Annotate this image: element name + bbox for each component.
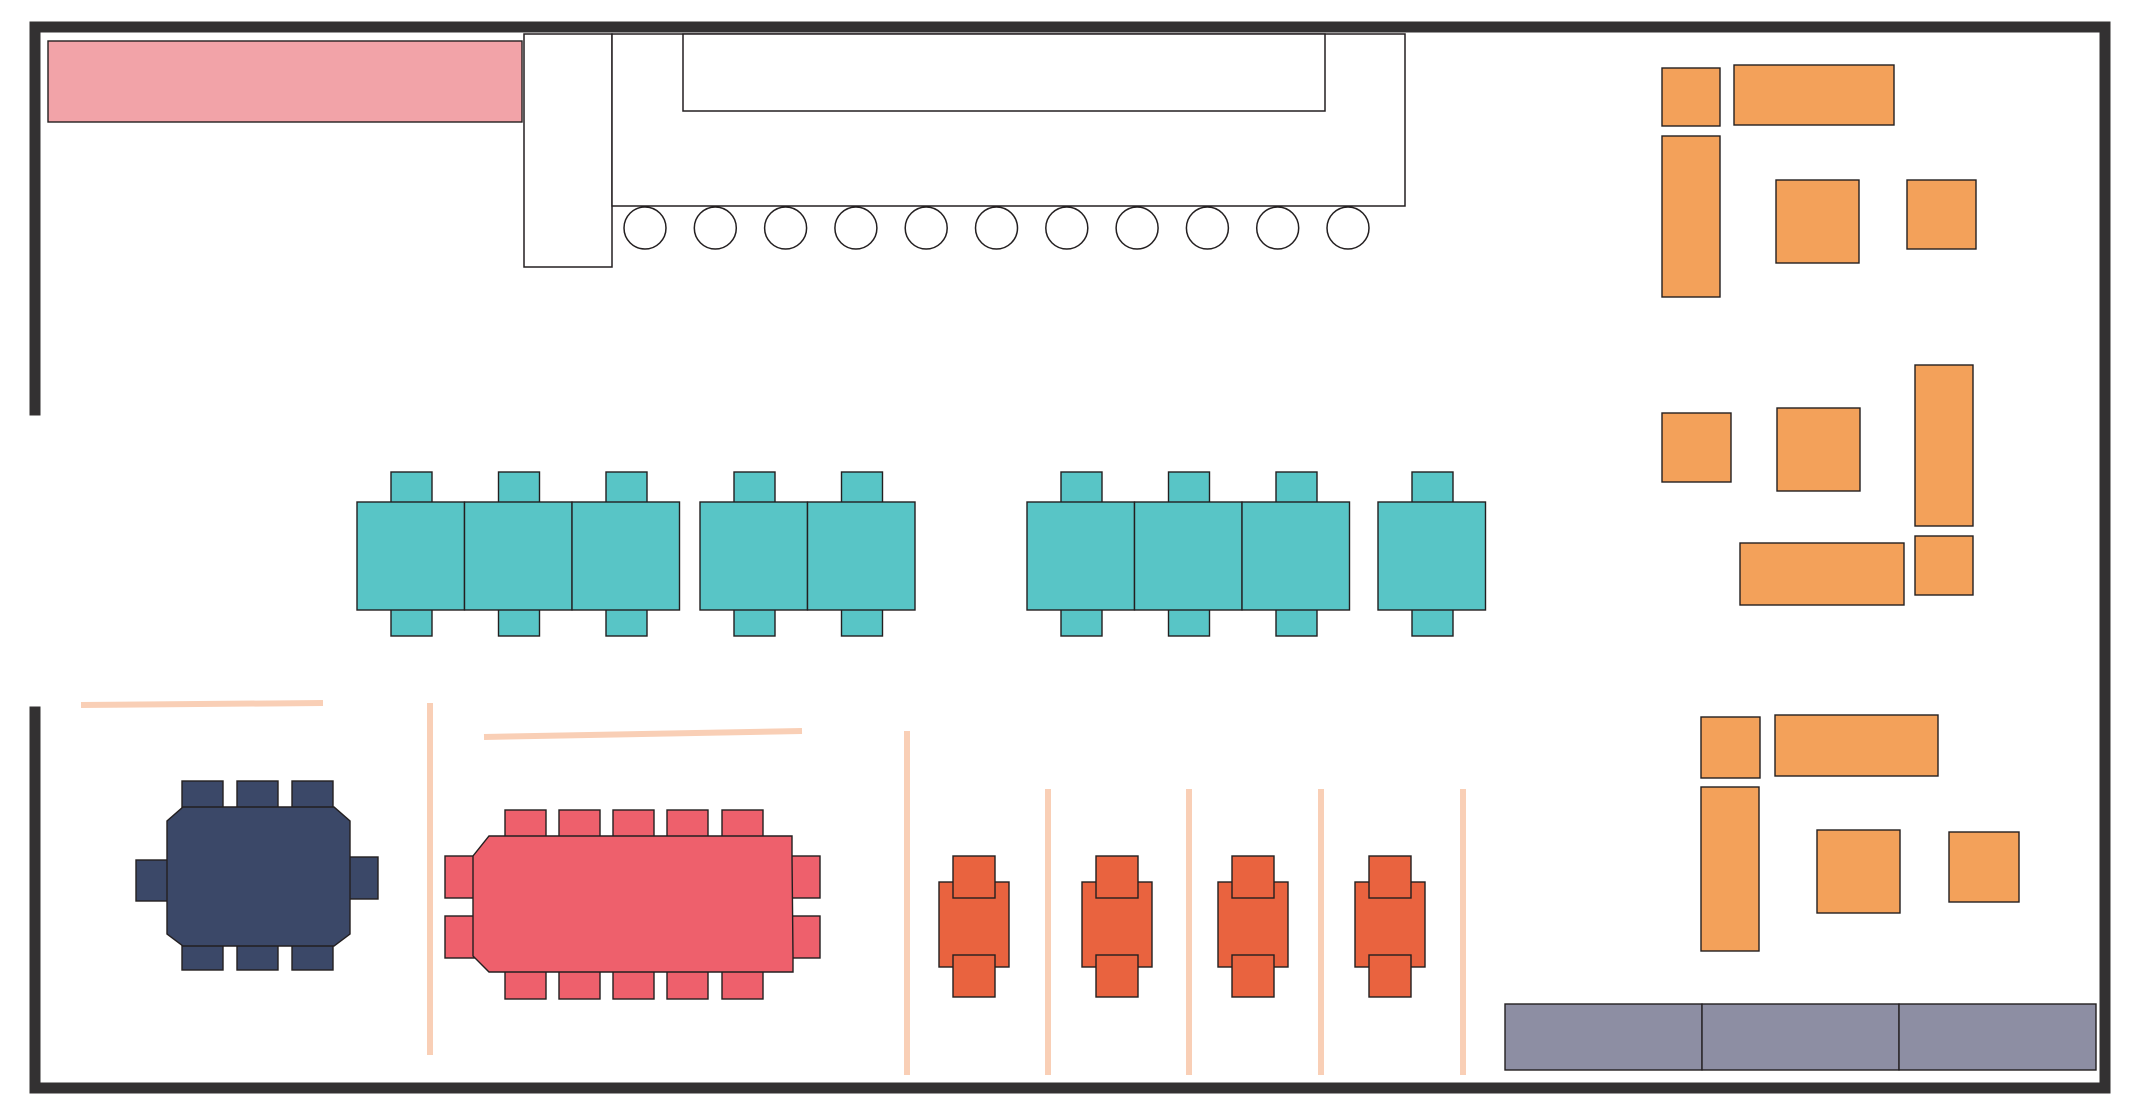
- booth-chair: [1231, 954, 1275, 998]
- lounge-ottoman: [1700, 716, 1761, 779]
- bar-stool: [1115, 206, 1159, 250]
- lounge-sofa: [1733, 64, 1895, 126]
- desk: [571, 501, 681, 611]
- desk-cluster: [699, 471, 916, 637]
- lounge-ottoman: [1661, 67, 1721, 127]
- lounge-area: [1661, 64, 2020, 952]
- bar-stool: [1045, 206, 1089, 250]
- bar-stool: [974, 206, 1019, 250]
- exterior-walls: [29, 21, 2111, 1094]
- lounge-ottoman: [1906, 179, 1977, 250]
- desk: [1377, 501, 1487, 611]
- bar-stools: [623, 206, 1370, 250]
- storage-cabinet: [1504, 1003, 1703, 1071]
- booth-chair: [952, 855, 996, 899]
- storage-cabinets: [1504, 1003, 2097, 1071]
- lounge-group-top: [1661, 64, 1977, 298]
- reception-counter: [47, 40, 523, 123]
- desk: [463, 501, 573, 611]
- bar-stool: [904, 206, 948, 250]
- lounge-table: [1776, 407, 1861, 492]
- desk-cluster: [1377, 471, 1487, 637]
- desk: [1026, 501, 1136, 611]
- focus-booth: [1354, 855, 1426, 998]
- lounge-table: [1816, 829, 1901, 914]
- booth-chair: [1095, 954, 1139, 998]
- lounge-sofa: [1700, 786, 1760, 952]
- partition-lines: [80, 700, 1466, 1075]
- lounge-table: [1775, 179, 1860, 264]
- bar-stool: [1185, 206, 1230, 250]
- bar-side-counter: [523, 33, 613, 268]
- lounge-group-bottom: [1700, 714, 2020, 952]
- booth-chair: [1231, 855, 1275, 899]
- meeting-table-large: [472, 835, 794, 973]
- booth-chair: [1368, 855, 1412, 899]
- large-meeting-table: [444, 809, 821, 1000]
- bar-stool: [834, 206, 878, 250]
- bar-back-shelf: [682, 33, 1326, 112]
- bar-stool: [1255, 206, 1300, 250]
- desk-cluster: [1026, 471, 1351, 637]
- lounge-sofa: [1914, 364, 1974, 527]
- small-meeting-table: [135, 780, 379, 971]
- lounge-sofa: [1661, 135, 1721, 298]
- booth-chair: [1368, 954, 1412, 998]
- lounge-group-middle: [1661, 364, 1974, 606]
- storage-cabinet: [1701, 1003, 1900, 1071]
- desk: [1241, 501, 1351, 611]
- desk: [1133, 501, 1243, 611]
- bar-stool: [693, 206, 738, 250]
- desk: [699, 501, 809, 611]
- focus-booths: [938, 855, 1426, 998]
- booth-chair: [1095, 855, 1139, 899]
- lounge-sofa: [1739, 542, 1905, 606]
- lounge-ottoman: [1661, 412, 1732, 483]
- bar-stool: [623, 206, 667, 250]
- focus-booth: [1081, 855, 1153, 998]
- bar-stool: [1326, 206, 1370, 250]
- divider-horizontal-left: [80, 700, 324, 708]
- desk: [806, 501, 916, 611]
- desk: [356, 501, 466, 611]
- bar-area: [523, 33, 1406, 268]
- divider-horizontal-mid: [483, 728, 803, 740]
- wall-top-right-bottom: [29, 21, 2111, 1094]
- lounge-ottoman: [1948, 831, 2020, 903]
- booth-chair: [952, 954, 996, 998]
- lounge-ottoman: [1914, 535, 1974, 596]
- storage-cabinet: [1898, 1003, 2097, 1071]
- lounge-sofa: [1774, 714, 1939, 777]
- focus-booth: [938, 855, 1010, 998]
- desk-cluster: [356, 471, 681, 637]
- open-desk-area: [356, 471, 1487, 637]
- focus-booth: [1217, 855, 1289, 998]
- bar-stool: [763, 206, 808, 250]
- meeting-table-small: [166, 806, 351, 947]
